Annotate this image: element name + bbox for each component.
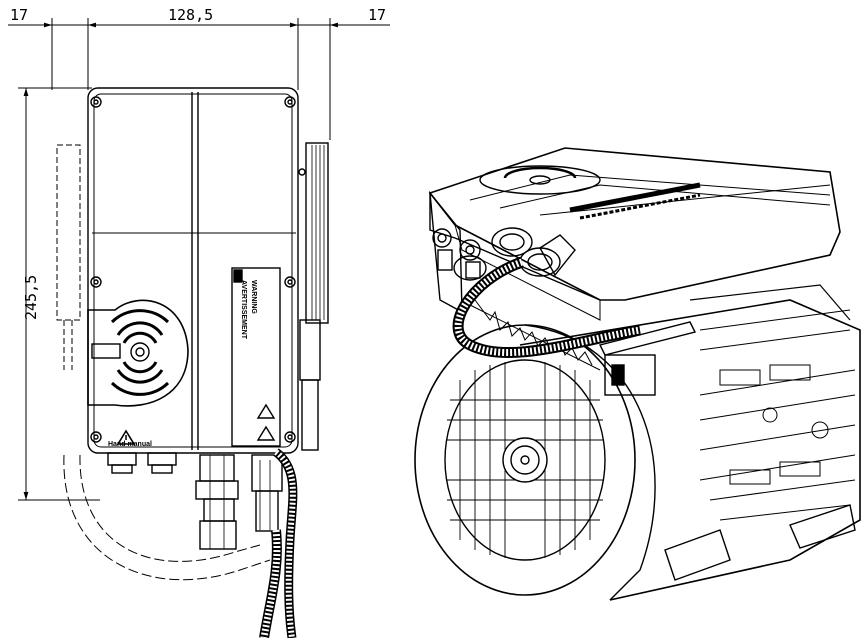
isometric-motor-view — [414, 147, 861, 601]
dim-width: 128,5 — [168, 6, 213, 24]
warning-title: WARNING — [250, 280, 257, 314]
avertissement-title: AVERTISSEMENT — [240, 280, 247, 340]
keypad-module — [87, 299, 189, 407]
front-view — [56, 87, 329, 581]
corrugated-cable-left — [259, 448, 298, 638]
dim-right-margin: 17 — [368, 6, 386, 24]
drive-housing — [87, 87, 299, 454]
dimension-lines — [8, 18, 390, 501]
dim-height: 245,5 — [22, 275, 40, 320]
dim-left-margin: 17 — [10, 6, 28, 24]
hand-manual-label: Hand manual — [108, 441, 152, 448]
warning-label — [231, 267, 281, 447]
motor-body — [519, 299, 861, 601]
corrugated-cable-right — [452, 256, 641, 359]
cable-gland — [199, 454, 235, 482]
